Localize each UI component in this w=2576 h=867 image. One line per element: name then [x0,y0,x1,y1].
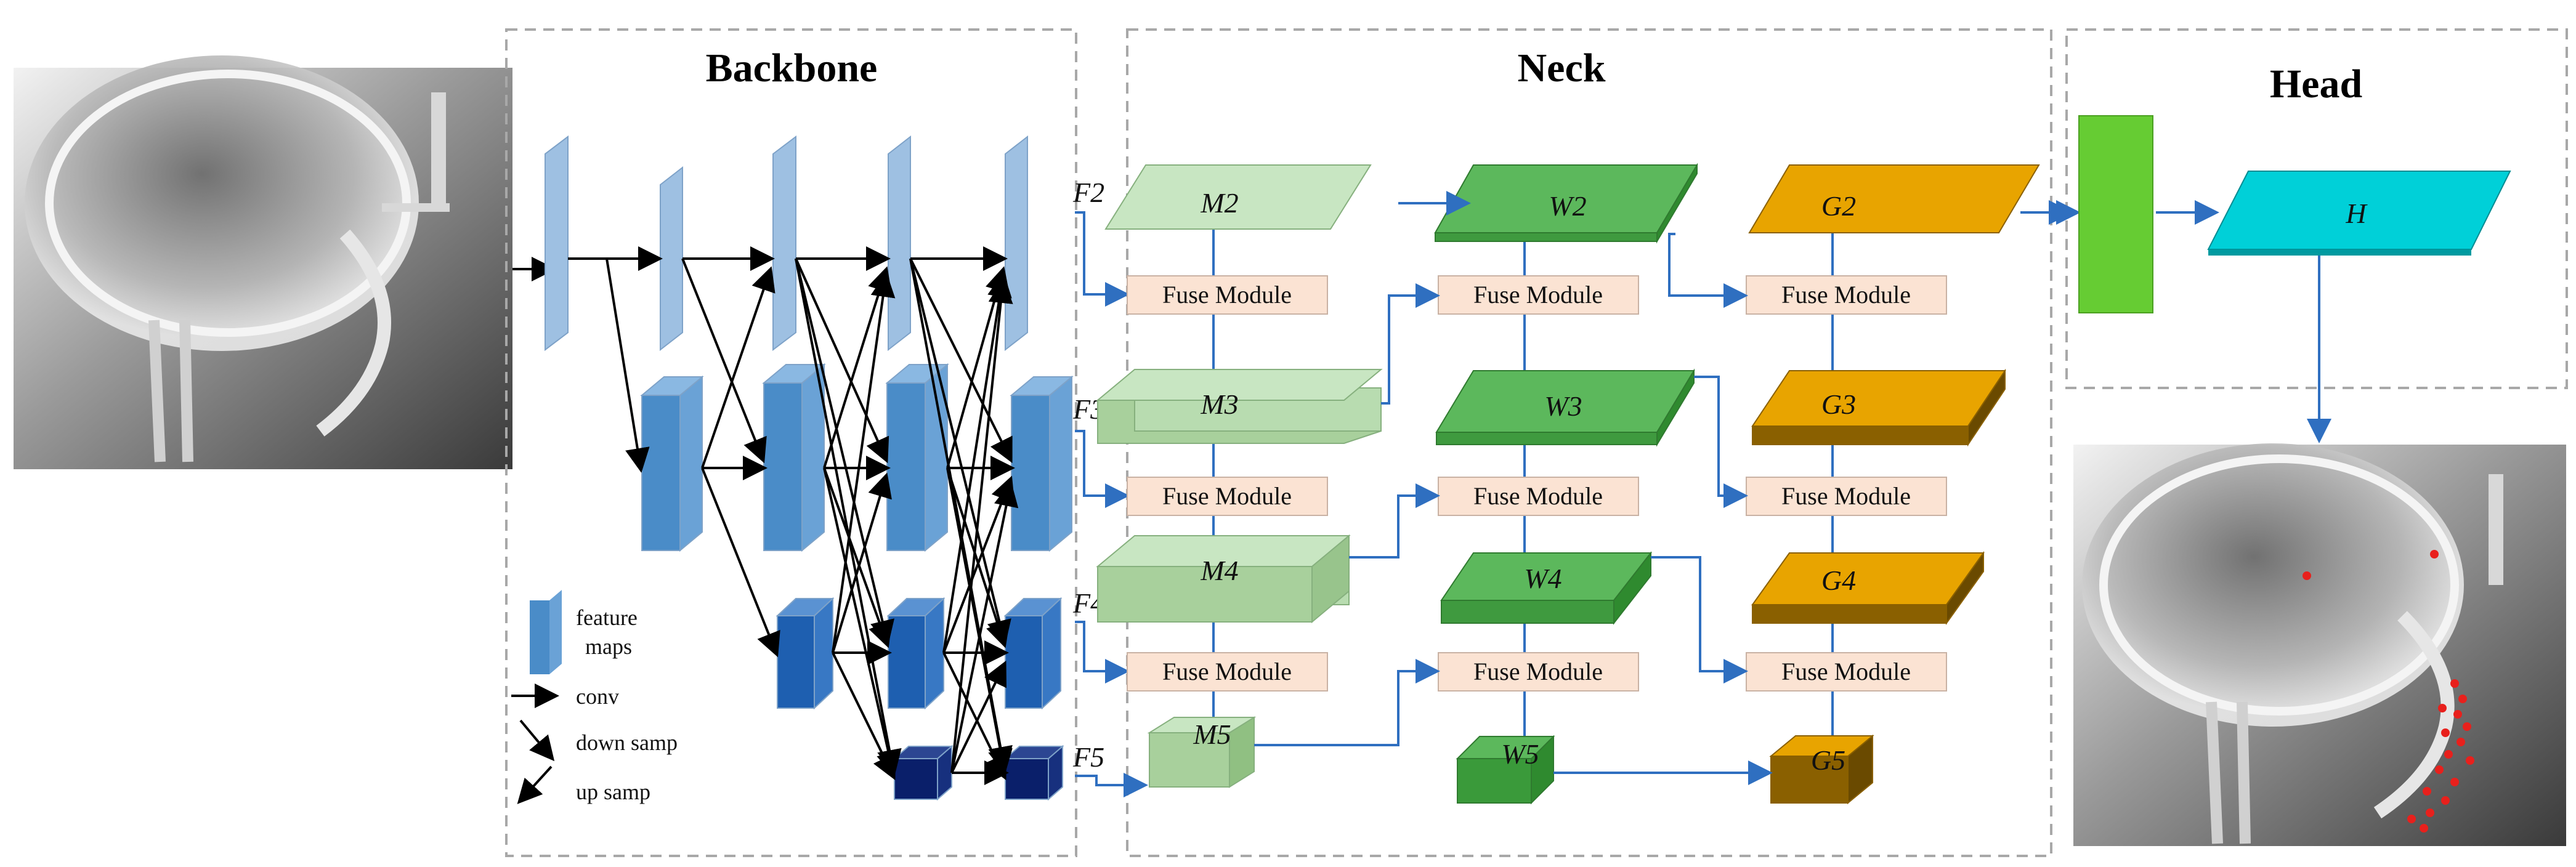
w5-label: W5 [1501,738,1539,770]
xray-input-icon [14,55,512,469]
legend-feature-maps-icon [530,590,562,674]
fuse-module-g1 [1746,275,1947,315]
backbone-feature-maps [545,135,1074,801]
feature-map-row2-col3 [762,363,826,552]
fuse-label-m2: Fuse Module [1162,482,1292,510]
fuse-module-w3 [1438,652,1639,692]
backbone-to-neck-connectors [1075,211,1148,797]
m4-block [1096,534,1351,624]
m5-block [1147,716,1257,788]
g-column [1748,164,2040,805]
fuse-label-m3: Fuse Module [1162,658,1292,685]
g5-block [1769,734,1874,805]
feature-map-row1-col1 [545,135,569,352]
g3-block [1751,368,2006,447]
fuse-label-g2: Fuse Module [1781,482,1911,510]
legend-down-samp: down samp [576,730,678,755]
w5-block [1456,735,1555,805]
w3-label: W3 [1544,390,1582,422]
w2-label: W2 [1549,190,1586,222]
output-label-f2: F2 [1072,177,1104,208]
legend-up-samp: up samp [576,780,650,804]
feature-map-row3-col5 [1003,597,1063,710]
feature-map-row3-col3 [776,597,835,710]
w3-block [1435,368,1695,447]
neck-cross-connectors [1254,191,2081,785]
legend-feature-maps-line2: maps [585,634,632,659]
fuse-label-m1: Fuse Module [1162,281,1292,308]
g4-label: G4 [1821,565,1856,596]
feature-map-row1-col5 [1005,135,1028,352]
landmark-points [2303,550,2474,833]
feature-map-row2-col4 [885,363,949,552]
backbone-section-border [505,28,1077,857]
head-h-label: H [2345,198,2368,229]
feature-map-row2-col5 [1010,375,1074,552]
m5-label: M5 [1193,719,1231,750]
g2-block [1748,164,2040,233]
feature-map-row1-col3 [772,135,796,352]
feature-map-row3-col4 [886,597,946,710]
g2-label: G2 [1821,190,1856,222]
fuse-label-w2: Fuse Module [1473,482,1603,510]
output-label-f5: F5 [1072,741,1104,773]
head-h-block [2207,171,2511,256]
w2-block [1434,163,1698,244]
fuse-module-m2 [1127,477,1328,516]
fuse-label-w1: Fuse Module [1473,281,1603,308]
feature-map-row1-col2 [660,166,683,352]
fuse-label-g3: Fuse Module [1781,658,1911,685]
m2-block [1104,164,1372,230]
legend-up-samp-icon [517,765,553,804]
m2-label: M2 [1200,187,1238,219]
fuse-module-w1 [1438,275,1639,315]
head-title: Head [2270,62,2362,107]
fuse-module-m1 [1127,275,1328,315]
g5-label: G5 [1811,744,1845,776]
g3-label: G3 [1821,389,1856,420]
legend-down-samp-icon [519,719,555,762]
legend-conv: conv [576,684,619,709]
m-column [1096,164,1383,788]
feature-map-row4-col5 [1003,744,1064,801]
w4-label: W4 [1524,563,1561,594]
backbone-title: Backbone [706,46,878,91]
fuse-modules [1127,275,1947,692]
legend-feature-maps-line1: feature [576,605,638,630]
w-column [1434,163,1698,805]
feature-map-row2-col2 [640,375,704,552]
fuse-module-g3 [1746,652,1947,692]
xray-output-landmarks-icon [2073,443,2566,846]
fuse-module-m3 [1127,652,1328,692]
neck-title: Neck [1518,46,1606,91]
m4-label: M4 [1200,555,1238,586]
fuse-module-w2 [1438,477,1639,516]
feature-map-row4-col4 [893,744,954,801]
legend: feature maps conv down samp up samp [511,590,678,804]
g4-block [1751,550,1985,626]
w4-block [1440,551,1653,625]
fuse-label-g1: Fuse Module [1781,281,1911,308]
fuse-label-w3: Fuse Module [1473,658,1603,685]
m3-block [1096,369,1383,444]
backbone-connections [568,246,1019,785]
head-green-bar [2078,115,2153,313]
feature-map-row1-col4 [888,135,911,352]
m3-label: M3 [1200,389,1238,420]
